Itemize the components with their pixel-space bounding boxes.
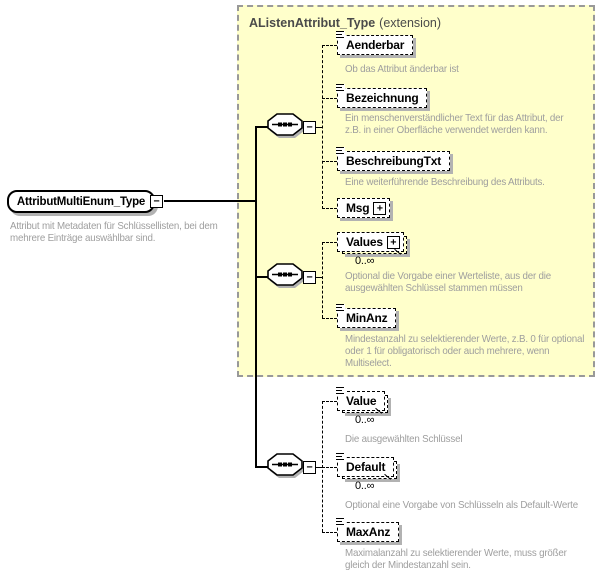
text-content-icon <box>336 304 345 312</box>
optional-connector <box>322 161 337 162</box>
optional-connector <box>322 401 337 402</box>
optional-connector <box>322 532 337 533</box>
element-name: Aenderbar <box>346 38 405 52</box>
connector-line <box>257 276 269 278</box>
element-default[interactable]: Default <box>336 453 398 480</box>
element-name: MaxAnz <box>346 525 391 539</box>
element-aenderbar[interactable]: Aenderbar <box>336 31 414 55</box>
optional-connector <box>322 467 337 468</box>
expand-icon[interactable]: + <box>386 235 400 249</box>
element-name: Default <box>346 460 386 474</box>
connector-trunk-line <box>255 126 257 468</box>
connector-line <box>257 466 269 468</box>
optional-connector <box>316 467 322 468</box>
element-description: Maximalanzahl zu selektierender Werte, m… <box>345 547 567 571</box>
optional-connector <box>322 98 337 99</box>
element-values[interactable]: Values+ <box>337 232 407 255</box>
text-content-icon <box>336 84 345 92</box>
root-element-name: AttributMultiEnum_Type <box>16 195 146 208</box>
optional-connector <box>316 277 322 278</box>
text-content-icon <box>336 453 345 461</box>
text-content-icon <box>336 147 345 155</box>
optional-connector <box>322 242 323 318</box>
element-description: Mindestanzahl zu selektierender Werte, z… <box>345 333 585 369</box>
element-maxanz[interactable]: MaxAnz <box>336 518 400 542</box>
element-name: MinAnz <box>346 311 388 325</box>
element-name: Value <box>346 394 377 408</box>
collapse-icon[interactable]: − <box>303 461 316 474</box>
collapse-icon[interactable]: − <box>150 195 163 208</box>
element-value[interactable]: Value <box>336 387 389 414</box>
optional-connector <box>322 242 337 243</box>
element-name: BeschreibungTxt <box>346 154 442 168</box>
extension-container: AListenAttribut_Type(extension) <box>237 5 595 377</box>
element-beschreibungtxt[interactable]: BeschreibungTxt <box>336 147 451 171</box>
optional-connector <box>316 127 322 128</box>
element-name: Values <box>346 235 383 249</box>
collapse-icon[interactable]: − <box>303 121 316 134</box>
extension-header: AListenAttribut_Type(extension) <box>249 16 441 30</box>
sequence-indicator[interactable] <box>266 452 308 482</box>
cardinality-label: 0..∞ <box>355 255 375 267</box>
cardinality-label: 0..∞ <box>355 480 375 492</box>
optional-connector <box>322 401 323 532</box>
connector-line <box>164 200 255 202</box>
element-minanz[interactable]: MinAnz <box>336 304 397 328</box>
optional-connector <box>322 318 337 319</box>
optional-connector <box>322 45 323 209</box>
sequence-indicator[interactable] <box>266 262 308 292</box>
root-element-description: Attribut mit Metadaten für Schlüssellist… <box>10 220 218 244</box>
collapse-icon[interactable]: − <box>303 271 316 284</box>
root-element-attributmultienum-type[interactable]: AttributMultiEnum_Type <box>7 190 155 213</box>
text-content-icon <box>336 518 345 526</box>
element-description: Ein menschenverständlicher Text für das … <box>345 112 564 136</box>
text-content-icon <box>336 31 345 39</box>
expand-icon[interactable]: + <box>373 201 387 215</box>
extension-label: (extension) <box>379 16 442 30</box>
element-name: Bezeichnung <box>346 91 419 105</box>
text-content-icon <box>336 387 345 395</box>
sequence-indicator[interactable] <box>266 112 308 142</box>
cardinality-label: 0..∞ <box>355 414 375 426</box>
element-description: Ob das Attribut änderbar ist <box>345 63 459 75</box>
element-description: Die ausgewählten Schlüssel <box>345 433 463 445</box>
optional-connector <box>322 208 337 209</box>
optional-connector <box>322 45 337 46</box>
element-description: Eine weiterführende Beschreibung des Att… <box>345 176 545 188</box>
element-description: Optional die Vorgabe einer Werteliste, a… <box>345 270 552 294</box>
element-bezeichnung[interactable]: Bezeichnung <box>336 84 428 108</box>
element-name: Msg <box>346 201 370 215</box>
element-msg[interactable]: Msg+ <box>337 198 391 218</box>
connector-line <box>257 126 269 128</box>
element-description: Optional eine Vorgabe von Schlüsseln als… <box>345 499 578 511</box>
extension-type-name: AListenAttribut_Type <box>249 16 376 30</box>
